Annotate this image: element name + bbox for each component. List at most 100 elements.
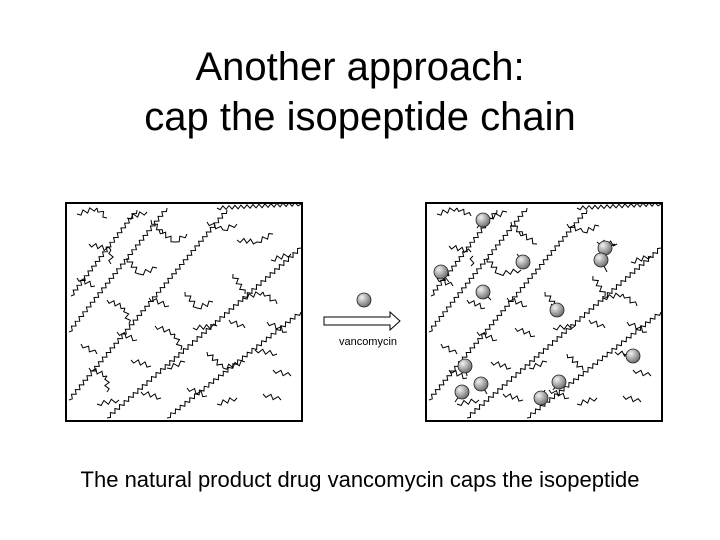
- isopeptide-chain: [566, 223, 584, 233]
- isopeptide-chain: [184, 291, 198, 309]
- isopeptide-chain: [174, 233, 188, 243]
- isopeptide-chain: [630, 255, 652, 264]
- isopeptide-chain: [88, 367, 108, 378]
- peptide-strand: [106, 247, 301, 419]
- isopeptide-chain: [514, 327, 536, 338]
- peptide-strand: [68, 207, 168, 333]
- arrow-label: vancomycin: [338, 336, 398, 348]
- isopeptide-chain: [466, 299, 486, 310]
- peptide-strand: [466, 247, 661, 419]
- isopeptide-chain: [166, 360, 186, 370]
- isopeptide-chain: [456, 398, 480, 407]
- isopeptide-chain: [592, 275, 606, 297]
- vancomycin-sphere: [551, 374, 567, 390]
- peptidoglycan-network-capped: [425, 202, 663, 422]
- vancomycin-sphere: [356, 292, 372, 308]
- isopeptide-chain: [622, 395, 642, 403]
- vancomycin-sphere: [533, 390, 549, 406]
- isopeptide-chain: [436, 277, 454, 287]
- vancomycin-sphere: [549, 302, 565, 318]
- isopeptide-chain: [148, 297, 170, 308]
- isopeptide-chain: [626, 321, 648, 333]
- isopeptide-chain: [440, 343, 458, 355]
- isopeptide-chain: [632, 369, 652, 377]
- isopeptide-chain: [588, 319, 606, 329]
- isopeptide-chain: [502, 393, 524, 402]
- isopeptide-chain: [498, 268, 522, 277]
- isopeptide-chain: [126, 211, 148, 220]
- isopeptide-chain: [108, 249, 115, 265]
- isopeptide-chain: [488, 210, 508, 220]
- isopeptide-chain: [602, 292, 624, 301]
- isopeptide-chain: [123, 307, 131, 325]
- isopeptide-chain: [222, 223, 238, 232]
- isopeptide-chain: [576, 397, 598, 406]
- vancomycin-sphere: [433, 264, 449, 280]
- peptide-strand: [216, 204, 301, 211]
- isopeptide-chain: [476, 331, 498, 342]
- isopeptide-chain: [566, 353, 584, 371]
- isopeptide-chain: [116, 331, 138, 342]
- isopeptide-chain: [262, 291, 278, 305]
- isopeptide-chain: [552, 323, 576, 331]
- isopeptide-chain: [456, 207, 472, 217]
- peptide-strand: [428, 207, 528, 333]
- isopeptide-chain: [216, 397, 238, 406]
- title-line-1: Another approach:: [195, 45, 525, 89]
- isopeptide-chain: [548, 389, 570, 400]
- isopeptide-chain: [272, 369, 292, 377]
- isopeptide-chain: [88, 242, 112, 252]
- vancomycin-sphere: [593, 252, 609, 268]
- reaction-arrow: [323, 310, 401, 332]
- isopeptide-chain: [76, 207, 98, 216]
- isopeptide-chain: [196, 300, 214, 310]
- vancomycin-sphere: [475, 212, 491, 228]
- vancomycin-sphere: [475, 284, 491, 300]
- caption: The natural product drug vancomycin caps…: [80, 467, 640, 492]
- isopeptide-chain: [486, 257, 500, 275]
- vancomycin-sphere: [515, 254, 531, 270]
- isopeptide-chain: [622, 293, 638, 307]
- isopeptide-chain: [150, 219, 164, 235]
- title-line-2: cap the isopeptide chain: [144, 95, 576, 139]
- isopeptide-chain: [126, 257, 140, 275]
- vancomycin-arrow-drawing: [323, 292, 401, 332]
- isopeptide-chain: [436, 207, 458, 216]
- slide-title: Another approach: cap the isopeptide cha…: [0, 42, 720, 142]
- vancomycin-sphere: [625, 348, 641, 364]
- isopeptide-chain: [582, 224, 600, 234]
- reaction-arrow-group: [320, 286, 420, 356]
- isopeptide-chain: [254, 348, 278, 357]
- isopeptide-chain: [242, 291, 264, 300]
- isopeptide-chain: [266, 321, 288, 333]
- isopeptide-chain: [186, 387, 208, 398]
- isopeptide-chain: [173, 333, 183, 351]
- isopeptide-chain: [510, 221, 524, 237]
- isopeptide-chain: [76, 277, 96, 288]
- isopeptide-chain: [96, 398, 120, 407]
- peptidoglycan-network-uncapped: [65, 202, 303, 422]
- vancomycin-sphere: [454, 384, 470, 400]
- isopeptide-chain: [518, 231, 538, 245]
- isopeptide-chain: [256, 233, 274, 243]
- vancomycin-sphere: [457, 358, 473, 374]
- peptide-strand: [526, 311, 661, 419]
- isopeptide-chain: [96, 207, 108, 219]
- isopeptide-chain: [106, 299, 126, 310]
- capped-chains-drawing: [428, 204, 661, 419]
- isopeptide-chain: [192, 323, 218, 331]
- isopeptide-chain: [158, 229, 176, 243]
- crosslinked-chains-drawing: [68, 204, 301, 419]
- isopeptide-chain: [103, 375, 111, 393]
- isopeptide-chain: [448, 244, 472, 254]
- isopeptide-chain: [236, 237, 258, 245]
- isopeptide-chain: [138, 266, 158, 276]
- peptide-strand: [428, 209, 588, 401]
- isopeptide-chain: [228, 319, 246, 329]
- isopeptide-chain: [222, 360, 246, 370]
- isopeptide-chain: [206, 351, 224, 369]
- isopeptide-chain: [506, 297, 528, 308]
- isopeptide-chain: [206, 221, 224, 231]
- isopeptide-chain: [232, 273, 246, 295]
- isopeptide-chain: [528, 360, 548, 370]
